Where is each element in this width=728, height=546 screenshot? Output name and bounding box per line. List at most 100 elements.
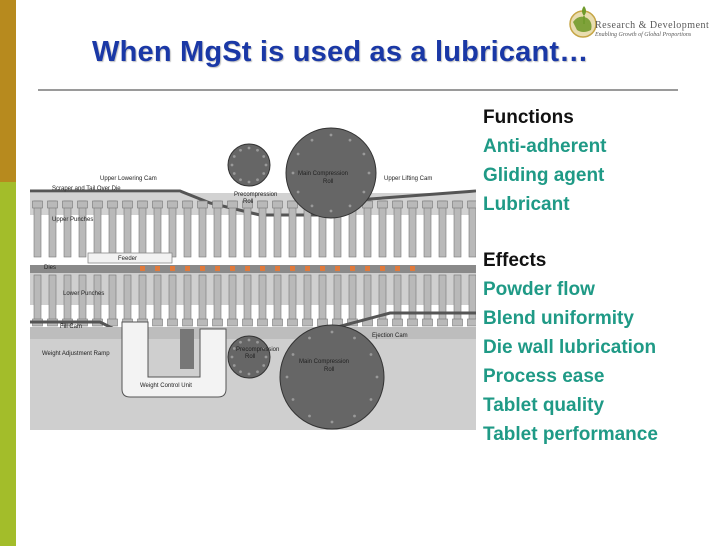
lower-punch — [108, 274, 117, 326]
die-fill — [380, 266, 385, 271]
roll-bolt — [262, 172, 266, 175]
upper-punch-head — [437, 200, 448, 209]
roll-bolt — [230, 163, 234, 167]
lower-punch-head — [212, 318, 223, 327]
lower-punch-head — [152, 318, 163, 327]
lower-punch — [168, 274, 177, 326]
upper-punch-head — [152, 200, 163, 209]
lower-punch-head — [407, 318, 418, 327]
roll-bolt — [262, 347, 266, 350]
die-fill — [155, 266, 160, 271]
roll-bolt — [330, 330, 334, 334]
upper-punch — [48, 200, 57, 258]
upper-punch-head — [227, 200, 238, 209]
label-ejection-cam: Ejection Cam — [372, 333, 408, 339]
upper-punch — [63, 200, 72, 258]
upper-punch-head — [272, 200, 283, 209]
label-dies: Dies — [44, 265, 56, 271]
roll-bolt — [329, 209, 333, 213]
upper-punch-head — [137, 200, 148, 209]
effects-heading: Effects — [483, 250, 547, 271]
precompression-roll-bottom — [227, 335, 271, 379]
roll-bolt — [369, 398, 373, 401]
roll-bolt — [362, 190, 366, 194]
upper-punch-head — [77, 200, 88, 209]
weight-adjust-piston — [180, 329, 194, 369]
lower-punch — [213, 274, 222, 326]
roll-bolt — [308, 414, 311, 418]
lower-punch-head — [197, 318, 208, 327]
lower-punch-head — [422, 318, 433, 327]
lower-punch — [78, 274, 87, 326]
main-compression-roll-top — [285, 127, 377, 219]
lower-punch — [258, 274, 267, 326]
lower-punch — [228, 274, 237, 326]
tablet-press-illustration: Upper Lowering Cam Scraper and Tail Over… — [30, 127, 478, 431]
upper-punch-head — [197, 200, 208, 209]
function-item: Gliding agent — [483, 165, 605, 186]
roll-bolt — [239, 178, 242, 182]
weight-control-unit — [121, 321, 227, 398]
label-weight-control-unit: Weight Control Unit — [140, 383, 192, 389]
roll-bolt — [369, 353, 373, 356]
die-fill — [290, 266, 295, 271]
roll-bolt — [256, 178, 259, 182]
roll-bolt — [367, 171, 371, 175]
org-tagline: Enabling Growth of Global Proportions — [595, 32, 692, 38]
upper-punch — [138, 200, 147, 258]
roll-bolt — [291, 353, 295, 356]
roll-bolt — [330, 420, 334, 424]
upper-punch — [243, 200, 252, 258]
die-fill — [200, 266, 205, 271]
org-logo: Research & Development Enabling Growth o… — [563, 2, 728, 44]
roll-bolt — [329, 133, 333, 137]
die-fill — [185, 266, 190, 271]
accent-bar-bottom — [0, 182, 16, 546]
function-item: Anti-adherent — [483, 136, 607, 157]
label-upper-punches: Upper Punches — [52, 217, 93, 223]
lower-punch — [438, 274, 447, 326]
roll-bolt — [256, 370, 259, 374]
upper-punch — [33, 200, 42, 258]
upper-punch — [168, 200, 177, 258]
die-fill — [260, 266, 265, 271]
effect-item: Blend uniformity — [483, 308, 634, 329]
main-compression-roll-bottom — [279, 324, 385, 430]
upper-punch-head — [407, 200, 418, 209]
upper-punch — [438, 200, 447, 258]
upper-punch-head — [92, 200, 103, 209]
label-scraper: Scraper and Tail Over Die — [52, 186, 121, 192]
lower-turret-band — [30, 273, 476, 305]
lower-punch-head — [437, 318, 448, 327]
roll-bolt — [296, 152, 300, 156]
die-fill — [335, 266, 340, 271]
upper-punch — [453, 200, 462, 258]
upper-punch-head — [32, 200, 43, 209]
die-fill — [305, 266, 310, 271]
label-main-compression-roll-bottom-2: Roll — [324, 367, 334, 373]
lower-punch — [33, 274, 42, 326]
lower-punch — [333, 274, 342, 326]
roll-bolt — [262, 364, 266, 367]
roll-bolt — [239, 370, 242, 374]
lower-punch-head — [257, 318, 268, 327]
die-fill — [230, 266, 235, 271]
upper-punch-head — [182, 200, 193, 209]
lower-punch — [318, 274, 327, 326]
label-main-compression-roll-top-2: Roll — [323, 179, 333, 185]
lower-punch — [423, 274, 432, 326]
lower-punch-head — [182, 318, 193, 327]
lower-punch-head — [227, 318, 238, 327]
lower-punch — [123, 274, 132, 326]
label-feeder: Feeder — [118, 256, 137, 262]
label-precompression-roll-bottom-1: Precompression — [236, 347, 279, 353]
upper-punch — [228, 200, 237, 258]
upper-punch — [108, 200, 117, 258]
roll-bolt — [308, 336, 311, 340]
lower-punch — [243, 274, 252, 326]
accent-bar-top — [0, 0, 16, 182]
roll-bolt — [239, 148, 242, 152]
roll-bolt — [310, 138, 314, 142]
lower-punch — [393, 274, 402, 326]
upper-punch — [78, 200, 87, 258]
